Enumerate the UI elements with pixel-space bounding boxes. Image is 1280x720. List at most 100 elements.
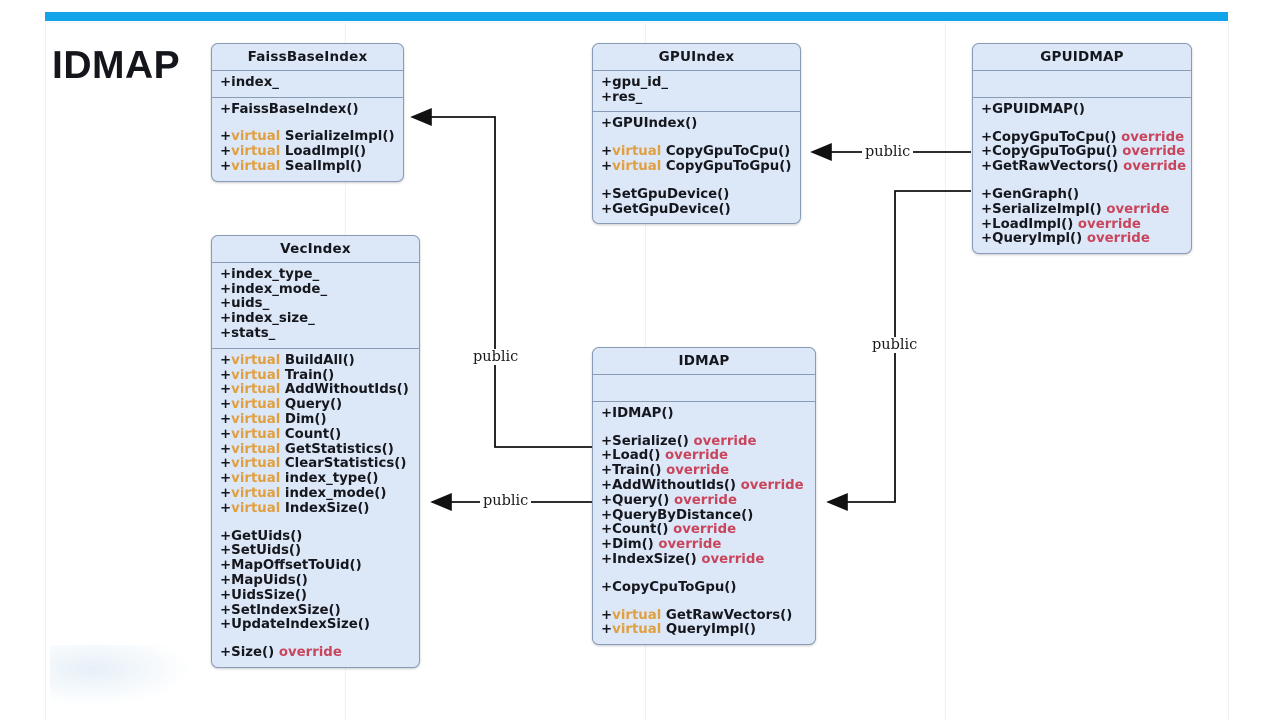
class-member: +CopyGpuToGpu() override bbox=[981, 144, 1186, 160]
class-member: +virtual SerializeImpl() bbox=[220, 130, 395, 145]
class-name: GPUIndex bbox=[593, 44, 800, 71]
member-signature: +SetIndexSize() bbox=[220, 602, 341, 618]
class-member: +IndexSize() override bbox=[601, 552, 807, 568]
member-visibility: + bbox=[220, 367, 232, 383]
member-signature: +SetUids() bbox=[220, 543, 302, 559]
member-signature: GetRawVectors() bbox=[661, 607, 793, 623]
class-member: +index_size_ bbox=[220, 311, 411, 327]
member-visibility: + bbox=[220, 426, 232, 442]
member-signature: SealImpl() bbox=[280, 159, 363, 175]
member-visibility: + bbox=[220, 486, 232, 501]
class-member: +FaissBaseIndex() bbox=[220, 102, 395, 118]
keyword-virtual: virtual bbox=[231, 352, 281, 368]
class-member: +index_ bbox=[220, 75, 395, 91]
class-member: +SetIndexSize() bbox=[220, 602, 411, 619]
keyword-override: override bbox=[1116, 129, 1185, 145]
keyword-virtual: virtual bbox=[612, 159, 662, 175]
template-hairline bbox=[45, 22, 1228, 23]
keyword-override: override bbox=[660, 448, 729, 464]
class-member: +QueryByDistance() bbox=[601, 507, 807, 524]
class-member: +virtual Dim() bbox=[220, 412, 411, 428]
class-member: +virtual Count() bbox=[220, 426, 411, 443]
keyword-virtual: virtual bbox=[231, 129, 281, 145]
keyword-virtual: virtual bbox=[231, 486, 281, 501]
class-member: +virtual Query() bbox=[220, 397, 411, 413]
class-box-vecindex[interactable]: VecIndex +index_type_+index_mode_+uids_+… bbox=[211, 235, 420, 668]
member-signature: Query() bbox=[280, 397, 343, 413]
class-box-gpuidmap[interactable]: GPUIDMAP +GPUIDMAP()+CopyGpuToCpu() over… bbox=[972, 43, 1192, 255]
member-signature: QueryImpl() bbox=[661, 622, 756, 638]
member-visibility: + bbox=[220, 500, 232, 516]
edge-label-gpuidmap-idmap: public bbox=[869, 337, 921, 353]
class-member: +gpu_id_ bbox=[601, 75, 792, 91]
class-member: +GPUIDMAP() bbox=[981, 102, 1183, 118]
keyword-override: override bbox=[661, 463, 730, 479]
member-visibility: + bbox=[601, 607, 613, 623]
class-attributes: +gpu_id_+res_ bbox=[593, 71, 800, 113]
member-signature: +IndexSize() bbox=[601, 552, 697, 568]
keyword-override: override bbox=[696, 552, 765, 568]
accent-bar bbox=[45, 12, 1228, 21]
class-member: +UpdateIndexSize() bbox=[220, 617, 411, 633]
member-visibility: + bbox=[220, 129, 232, 145]
member-visibility: + bbox=[220, 144, 232, 160]
member-visibility: + bbox=[601, 622, 613, 638]
class-member: +Load() override bbox=[601, 449, 807, 464]
class-member: +virtual ClearStatistics() bbox=[220, 457, 411, 472]
member-signature: Count() bbox=[280, 426, 342, 442]
member-signature: index_mode() bbox=[280, 486, 387, 501]
class-box-faissbaseindex[interactable]: FaissBaseIndex +index_ +FaissBaseIndex()… bbox=[211, 43, 404, 182]
keyword-virtual: virtual bbox=[231, 382, 281, 398]
class-member: +virtual SealImpl() bbox=[220, 159, 395, 175]
member-signature: +AddWithoutIds() bbox=[601, 478, 737, 494]
keyword-override: override bbox=[274, 645, 342, 661]
member-signature: CopyGpuToCpu() bbox=[661, 144, 791, 160]
member-signature: +Serialize() bbox=[601, 433, 689, 449]
page-title: IDMAP bbox=[52, 44, 181, 87]
member-signature: +QueryByDistance() bbox=[601, 507, 754, 523]
class-box-gpuindex[interactable]: GPUIndex +gpu_id_+res_ +GPUIndex() +virtu… bbox=[592, 43, 801, 225]
class-operations: +GPUIDMAP()+CopyGpuToCpu() override+Copy… bbox=[973, 98, 1191, 253]
class-member: +SerializeImpl() override bbox=[981, 201, 1183, 218]
member-visibility: + bbox=[601, 159, 613, 175]
class-member: +virtual Train() bbox=[220, 367, 411, 384]
class-member: +Serialize() override bbox=[601, 433, 807, 450]
member-signature: +QueryImpl() bbox=[981, 231, 1083, 247]
member-signature: +Count() bbox=[601, 522, 669, 538]
keyword-virtual: virtual bbox=[231, 471, 281, 487]
class-member: +MapUids() bbox=[220, 573, 411, 589]
member-visibility: + bbox=[220, 412, 232, 428]
member-visibility: + bbox=[220, 397, 232, 413]
member-visibility: + bbox=[220, 159, 232, 175]
member-signature: +GenGraph() bbox=[981, 187, 1080, 203]
class-member: +virtual index_type() bbox=[220, 471, 411, 487]
class-box-idmap[interactable]: IDMAP +IDMAP()+Serialize() override+Load… bbox=[592, 347, 816, 646]
class-member: +virtual QueryImpl() bbox=[601, 623, 807, 638]
member-visibility: + bbox=[601, 144, 613, 160]
edge-idmap-to-faissbaseindex bbox=[410, 108, 592, 448]
class-member: +SetGpuDevice() bbox=[601, 187, 792, 203]
member-signature: +GetGpuDevice() bbox=[601, 201, 731, 217]
class-member: +GetUids() bbox=[220, 529, 411, 545]
member-signature: +UpdateIndexSize() bbox=[220, 617, 370, 633]
class-member: +uids_ bbox=[220, 297, 411, 312]
class-attributes bbox=[973, 71, 1191, 98]
keyword-override: override bbox=[1117, 144, 1186, 160]
class-attributes: +index_type_+index_mode_+uids_+index_siz… bbox=[212, 263, 419, 349]
member-visibility: + bbox=[220, 471, 232, 487]
class-member: +virtual BuildAll() bbox=[220, 352, 411, 369]
member-signature: index_type() bbox=[280, 471, 379, 487]
class-member: +Train() override bbox=[601, 463, 807, 479]
member-signature: CopyGpuToGpu() bbox=[661, 159, 792, 175]
class-member: +Query() override bbox=[601, 493, 807, 509]
member-signature: +GPUIndex() bbox=[601, 116, 698, 132]
keyword-virtual: virtual bbox=[612, 622, 662, 638]
class-operations: +virtual BuildAll()+virtual Train()+virt… bbox=[212, 349, 419, 667]
member-signature: +SerializeImpl() bbox=[981, 201, 1102, 217]
member-visibility: + bbox=[220, 382, 232, 398]
template-guide-line bbox=[45, 22, 46, 720]
keyword-virtual: virtual bbox=[231, 412, 281, 428]
class-member: +stats_ bbox=[220, 326, 411, 342]
member-signature: +Train() bbox=[601, 463, 662, 479]
